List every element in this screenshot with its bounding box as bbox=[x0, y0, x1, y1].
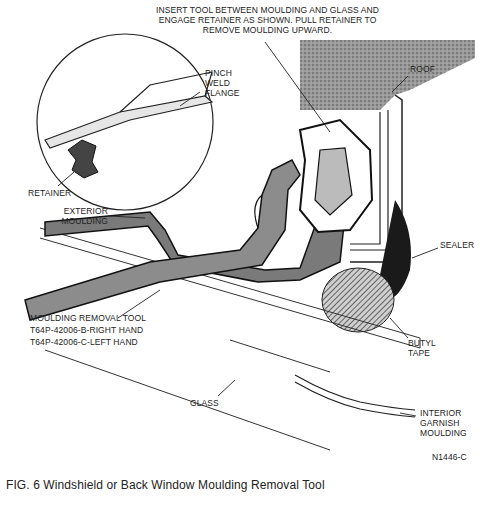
part-label: FIG. 6 Windshield or Back Window Mouldin… bbox=[6, 478, 325, 492]
part-label: MOULDING REMOVAL TOOL bbox=[30, 313, 146, 323]
part-label: T64P-42006-C-LEFT HAND bbox=[30, 337, 138, 347]
part-label: BUTYL TAPE bbox=[408, 338, 458, 358]
inset-flange-edge bbox=[120, 72, 212, 112]
part-label: INSERT TOOL BETWEEN MOULDING AND GLASS A… bbox=[150, 5, 385, 36]
roof-panel bbox=[300, 40, 475, 110]
part-label: ROOF bbox=[410, 64, 435, 74]
part-label: T64P-42006-B-RIGHT HAND bbox=[30, 325, 143, 335]
interior-garnish-moulding bbox=[295, 375, 415, 417]
retainer bbox=[300, 120, 372, 232]
part-label: GLASS bbox=[190, 398, 219, 408]
part-label: INTERIOR GARNISH MOULDING bbox=[420, 408, 482, 439]
retainer-detail bbox=[315, 148, 352, 215]
inset-retainer bbox=[68, 140, 98, 178]
part-label: RETAINER bbox=[28, 188, 71, 198]
inset-circle bbox=[37, 34, 213, 210]
part-label: PINCH WELD FLANGE bbox=[205, 68, 257, 99]
part-label: SEALER bbox=[440, 240, 474, 250]
part-label: EXTERIOR MOULDING bbox=[40, 206, 108, 226]
leader-lines bbox=[58, 42, 438, 416]
part-label: N1446-C bbox=[432, 452, 467, 462]
tool-hook bbox=[255, 195, 262, 228]
